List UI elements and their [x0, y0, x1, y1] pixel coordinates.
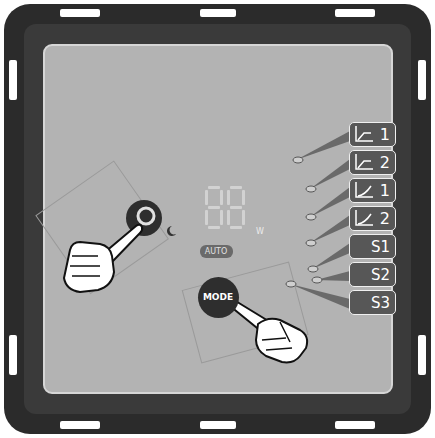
- program-indicator-box: 1: [349, 122, 396, 147]
- speed-indicator-box: S3: [349, 290, 396, 315]
- auto-badge: AUTO: [200, 245, 233, 258]
- indicator-text: S1: [371, 238, 390, 256]
- indicator-text: S2: [371, 266, 390, 284]
- mounting-slots: [9, 9, 426, 429]
- indicator-text: MODE: [203, 292, 233, 302]
- outer-frame: [4, 4, 431, 434]
- pointing-hand: [227, 299, 307, 362]
- program-indicator-box: 2: [349, 150, 396, 175]
- slope-icon: [354, 181, 374, 199]
- indicator-pointers: [290, 131, 350, 309]
- program-indicator-box: 2: [349, 206, 396, 231]
- indicator-text: 1: [380, 181, 390, 200]
- slope-icon: [354, 125, 374, 143]
- program-indicator-box: 1: [349, 178, 396, 203]
- front-panel: [44, 45, 392, 393]
- seven-segment-display: [205, 186, 245, 229]
- indicator-text: S3: [371, 294, 390, 312]
- hand-frame: [36, 161, 168, 293]
- slope-icon: [354, 209, 374, 227]
- pointing-hand: [64, 225, 142, 292]
- led-dots: [286, 157, 322, 287]
- mode-button: MODE: [198, 277, 239, 318]
- indicator-text: AUTO: [205, 247, 228, 256]
- speed-indicator-box: S2: [349, 262, 396, 287]
- speed-indicator-box: S1: [349, 234, 396, 259]
- indicator-text: 2: [380, 153, 390, 172]
- unit-label: W: [256, 227, 264, 236]
- indicator-text: 2: [380, 209, 390, 228]
- hand-frame: [182, 262, 308, 363]
- standby-symbol: [167, 226, 176, 236]
- slope-icon: [354, 153, 374, 171]
- indicator-text: 1: [380, 125, 390, 144]
